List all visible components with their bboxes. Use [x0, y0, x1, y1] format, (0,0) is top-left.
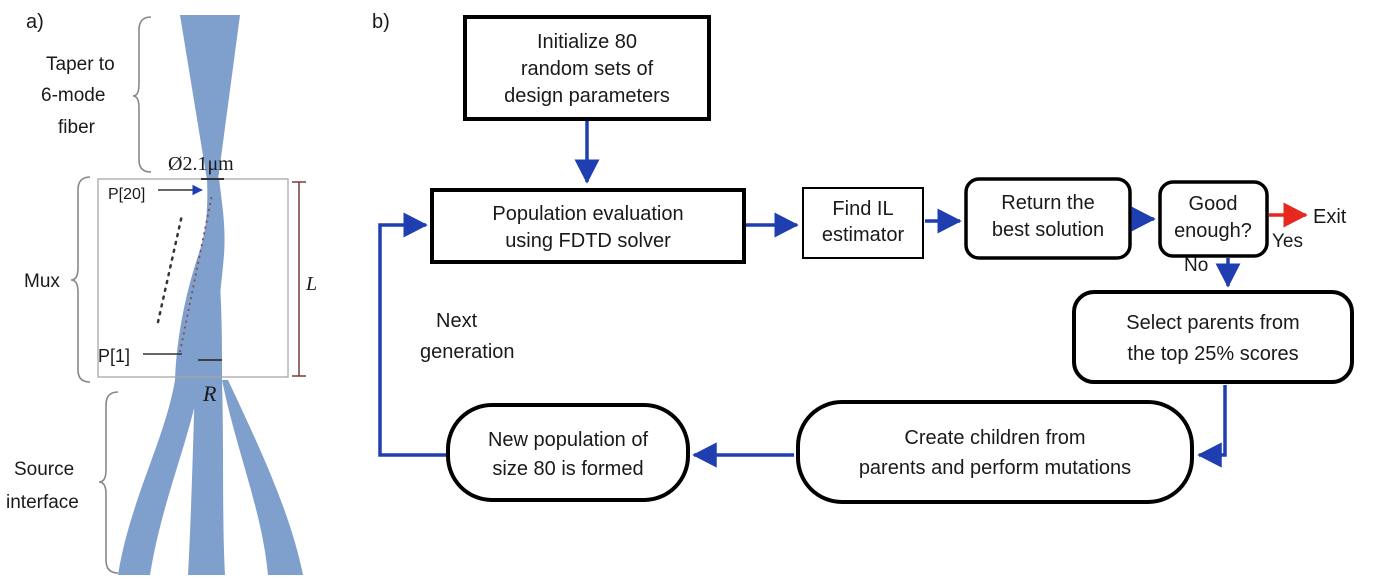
- panel-a-label: a): [26, 11, 44, 33]
- panel-b-label: b): [372, 11, 390, 33]
- point-p1-label: P[1]: [98, 346, 130, 366]
- taper-waveguide: [180, 15, 240, 180]
- spacing-label: R: [202, 381, 217, 406]
- mux-branch-waveguide: [194, 254, 222, 380]
- select-parents-box: Select parents from the top 25% scores: [1072, 290, 1354, 384]
- waveguide-path-dotted-line: [179, 194, 213, 353]
- good-enough-text-line-2: enough?: [1174, 220, 1252, 242]
- children-text-line-2: parents and perform mutations: [859, 457, 1131, 479]
- waveguide-structure: [118, 15, 303, 575]
- children-text-line-1: Create children from: [904, 427, 1085, 449]
- find-il-box: Find IL estimator: [802, 187, 924, 259]
- panel-a: a) Ø2.1μm P[20] P[1] R L: [6, 11, 317, 575]
- init-text-line-2: random sets of: [521, 58, 654, 80]
- evaluation-text-line-2: using FDTD solver: [505, 230, 671, 252]
- find-il-text-line-2: estimator: [822, 224, 905, 246]
- right-output-waveguide: [222, 380, 303, 575]
- exit-label: Exit: [1313, 206, 1347, 228]
- new-population-box: New population of size 80 is formed: [446, 403, 690, 502]
- length-label: L: [305, 273, 317, 295]
- taper-label-line-3: fiber: [58, 117, 96, 138]
- good-enough-text-line-1: Good: [1189, 193, 1238, 215]
- next-generation-line-2: generation: [420, 341, 515, 363]
- mux-brace: [70, 176, 91, 383]
- no-label: No: [1184, 255, 1208, 276]
- new-population-text-line-2: size 80 is formed: [492, 458, 643, 480]
- source-label-line-2: interface: [6, 492, 79, 513]
- return-best-text-line-1: Return the: [1001, 192, 1094, 214]
- evaluation-box: Population evaluation using FDTD solver: [430, 188, 746, 264]
- taper-brace: [132, 16, 152, 173]
- init-box: Initialize 80 random sets of design para…: [463, 15, 711, 121]
- point-p20-label: P[20]: [108, 186, 145, 203]
- find-il-text-line-1: Find IL: [832, 198, 893, 220]
- yes-label: Yes: [1272, 231, 1303, 252]
- arrow-next-generation-loop: [378, 212, 446, 457]
- center-output-waveguide: [188, 380, 225, 575]
- select-parents-text-line-1: Select parents from: [1126, 312, 1299, 334]
- diameter-label: Ø2.1μm: [168, 153, 234, 175]
- new-population-text-line-1: New population of: [488, 429, 649, 451]
- taper-label-line-2: 6-mode: [41, 85, 105, 106]
- return-best-text-line-2: best solution: [992, 219, 1104, 241]
- source-label-line-1: Source: [14, 459, 74, 480]
- init-text-line-3: design parameters: [504, 85, 670, 107]
- left-output-waveguide: [118, 380, 200, 575]
- taper-label-line-1: Taper to: [46, 54, 115, 75]
- mux-label: Mux: [24, 271, 60, 292]
- evaluation-text-line-1: Population evaluation: [492, 203, 683, 225]
- good-enough-box: Good enough?: [1158, 180, 1269, 258]
- mux-region-box: [97, 178, 289, 378]
- source-brace: [98, 391, 119, 574]
- panel-b: b) Initialize 80 random sets of design p…: [372, 11, 1354, 504]
- next-generation-line-1: Next: [436, 310, 478, 332]
- init-text-line-1: Initialize 80: [537, 31, 637, 53]
- return-best-box: Return the best solution: [964, 177, 1132, 260]
- select-parents-text-line-2: the top 25% scores: [1127, 343, 1298, 365]
- arrow-select-parents-to-children: [1197, 385, 1227, 468]
- children-box: Create children from parents and perform…: [796, 400, 1194, 504]
- control-points-dotted-line: [156, 213, 184, 324]
